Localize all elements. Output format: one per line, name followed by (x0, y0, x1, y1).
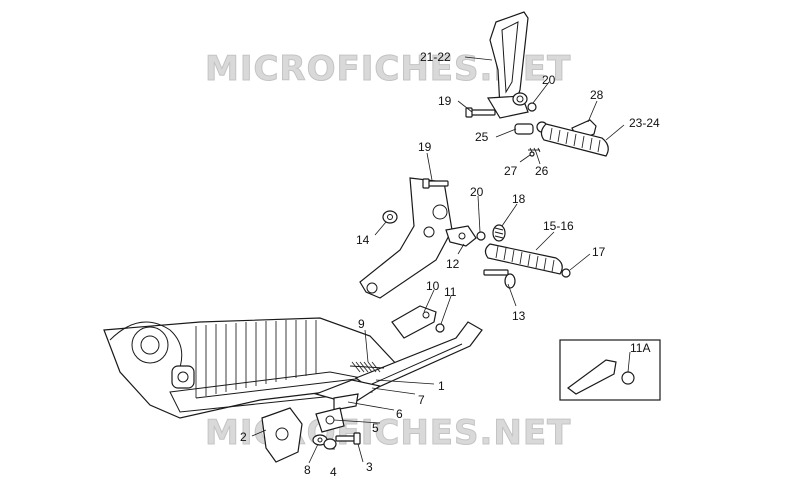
callout-11a: 11A (630, 341, 650, 355)
nut-4 (323, 438, 337, 450)
callout-27: 27 (504, 164, 518, 178)
callout-7: 7 (418, 393, 425, 407)
washer-20-top (527, 102, 537, 112)
bolt-11 (435, 323, 445, 333)
callout-20-mid: 20 (470, 185, 484, 199)
stand-bracket-10 (391, 305, 437, 339)
callout-3: 3 (366, 460, 373, 474)
callout-2: 2 (240, 430, 247, 444)
spring-18 (492, 224, 506, 242)
switch-housing-2 (261, 407, 303, 463)
callout-14: 14 (356, 233, 370, 247)
callout-1: 1 (438, 379, 445, 393)
hinge-12 (445, 225, 477, 247)
callout-19-mid: 19 (418, 140, 432, 154)
callout-20-top: 20 (542, 73, 556, 87)
callout-18: 18 (512, 192, 526, 206)
footpeg-rubber-23-24 (540, 123, 609, 157)
callout-9: 9 (358, 317, 365, 331)
screw-3 (335, 432, 361, 445)
engine-crankcase (103, 317, 401, 419)
spring-6 (333, 393, 359, 411)
bolt-19-mid (422, 178, 449, 189)
callout-6: 6 (396, 407, 403, 421)
bolt-19-top (465, 107, 496, 118)
washer-20-mid (476, 231, 486, 241)
inset-11a (559, 339, 661, 401)
passenger-footrest-plate (359, 177, 453, 299)
callout-23-24: 23-24 (629, 116, 660, 130)
callout-11: 11 (444, 285, 457, 299)
callout-28: 28 (590, 88, 604, 102)
pin-13 (483, 269, 516, 289)
rider-footrest-bracket (486, 11, 529, 119)
ball-27 (529, 151, 535, 157)
callout-labels: 21-22 19 20 28 23-24 25 27 26 19 20 18 1… (240, 50, 660, 479)
callout-5: 5 (372, 421, 379, 435)
callout-26: 26 (535, 164, 549, 178)
callout-15-16: 15-16 (543, 219, 574, 233)
callout-25: 25 (475, 130, 489, 144)
spring-26 (528, 147, 541, 153)
callout-10: 10 (426, 279, 440, 293)
callout-8: 8 (304, 463, 311, 477)
callout-17: 17 (592, 245, 606, 259)
callout-12: 12 (446, 257, 460, 271)
callout-13: 13 (512, 309, 526, 323)
leader-lines (251, 56, 631, 464)
callout-21-22: 21-22 (420, 50, 451, 64)
passenger-footpeg-15-16 (484, 243, 563, 275)
nut-14 (382, 210, 398, 224)
spring-9 (349, 361, 385, 373)
callout-4: 4 (330, 465, 337, 479)
nut-17 (561, 268, 571, 278)
callout-19-top: 19 (438, 94, 452, 108)
